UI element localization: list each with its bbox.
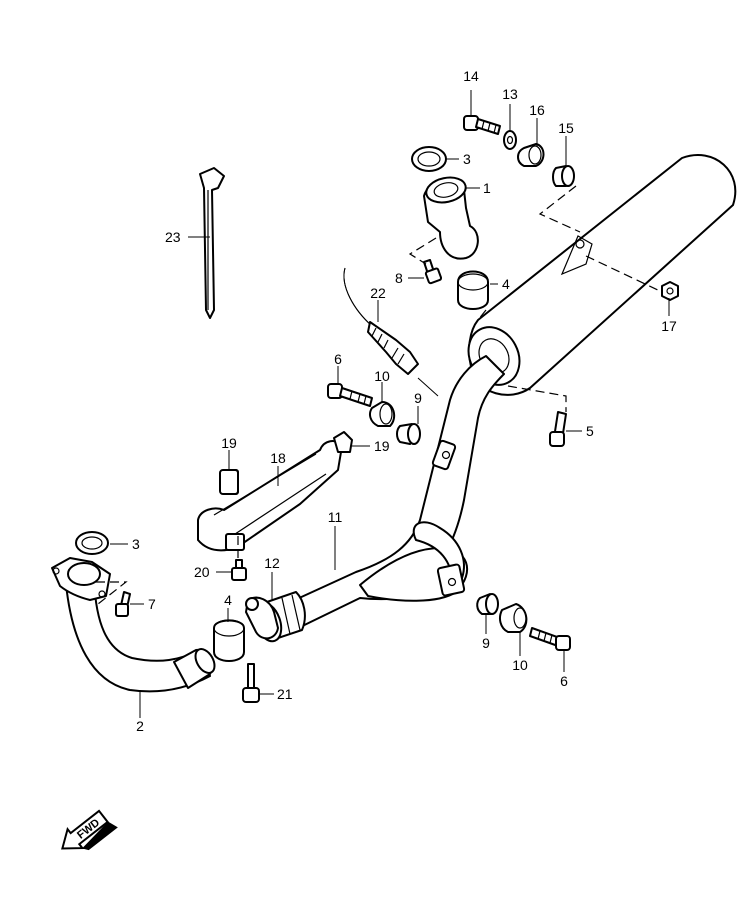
callout-6-upper: 6 [334, 351, 342, 367]
gasket-4-lower [213, 619, 245, 662]
connector-pipe-1 [423, 176, 479, 260]
bolt-7 [115, 591, 131, 617]
callout-11: 11 [328, 509, 343, 525]
forward-arrow-icon: FWD [61, 809, 118, 851]
bolt-21 [242, 663, 260, 703]
gasket-3-lower [75, 531, 109, 555]
clamp-12 [245, 596, 279, 640]
callout-4-upper: 4 [502, 276, 510, 292]
callout-1: 1 [483, 180, 491, 196]
callout-9-upper: 9 [414, 390, 422, 406]
callout-16: 16 [529, 102, 545, 118]
clamp-19-right [333, 431, 353, 453]
callout-labels: 14 13 16 15 3 1 23 8 4 22 17 6 10 9 5 19… [132, 68, 677, 734]
washer-13 [503, 130, 517, 150]
grommet-16 [517, 143, 545, 167]
callout-2: 2 [136, 718, 144, 734]
o2-sensor-22 [343, 267, 419, 375]
clamp-19-left [219, 469, 239, 495]
bolt-20 [231, 559, 247, 581]
callout-12: 12 [264, 555, 280, 571]
nut-17 [661, 281, 679, 301]
callout-8: 8 [395, 270, 403, 286]
callout-10-lower: 10 [512, 657, 528, 673]
callout-17: 17 [661, 318, 677, 334]
callout-3-lower: 3 [132, 536, 140, 552]
cable-tie-23 [199, 167, 225, 319]
bolt-6-lower [529, 627, 571, 651]
callout-6-lower: 6 [560, 673, 568, 689]
callout-3-upper: 3 [463, 151, 471, 167]
callout-21: 21 [277, 686, 293, 702]
callout-5: 5 [586, 423, 594, 439]
callout-10-upper: 10 [374, 368, 390, 384]
bolt-14 [463, 115, 501, 135]
callout-18: 18 [270, 450, 286, 466]
bolt-5 [549, 411, 567, 447]
callout-22: 22 [370, 285, 386, 301]
callout-leaders [110, 90, 670, 718]
collar-15 [552, 165, 575, 187]
callout-7: 7 [148, 596, 156, 612]
callout-19-left: 19 [221, 435, 237, 451]
front-pipe [51, 557, 216, 693]
callout-9-lower: 9 [482, 635, 490, 651]
callout-19-right: 19 [374, 438, 390, 454]
callout-14: 14 [463, 68, 479, 84]
muffler [467, 154, 737, 396]
callout-20: 20 [194, 564, 210, 580]
bolt-6-upper [327, 383, 373, 407]
callout-4-lower: 4 [224, 592, 232, 608]
grommet-10-upper [369, 401, 396, 427]
callout-23: 23 [165, 229, 181, 245]
assembly-lines [96, 185, 663, 605]
collar-9-upper [396, 423, 421, 445]
bolt-8 [423, 259, 443, 285]
gasket-3-upper [411, 146, 447, 172]
gasket-4-upper [457, 270, 489, 310]
callout-13: 13 [502, 86, 518, 102]
callout-15: 15 [558, 120, 574, 136]
collar-9-lower [476, 593, 499, 615]
grommet-10-lower [499, 603, 528, 633]
